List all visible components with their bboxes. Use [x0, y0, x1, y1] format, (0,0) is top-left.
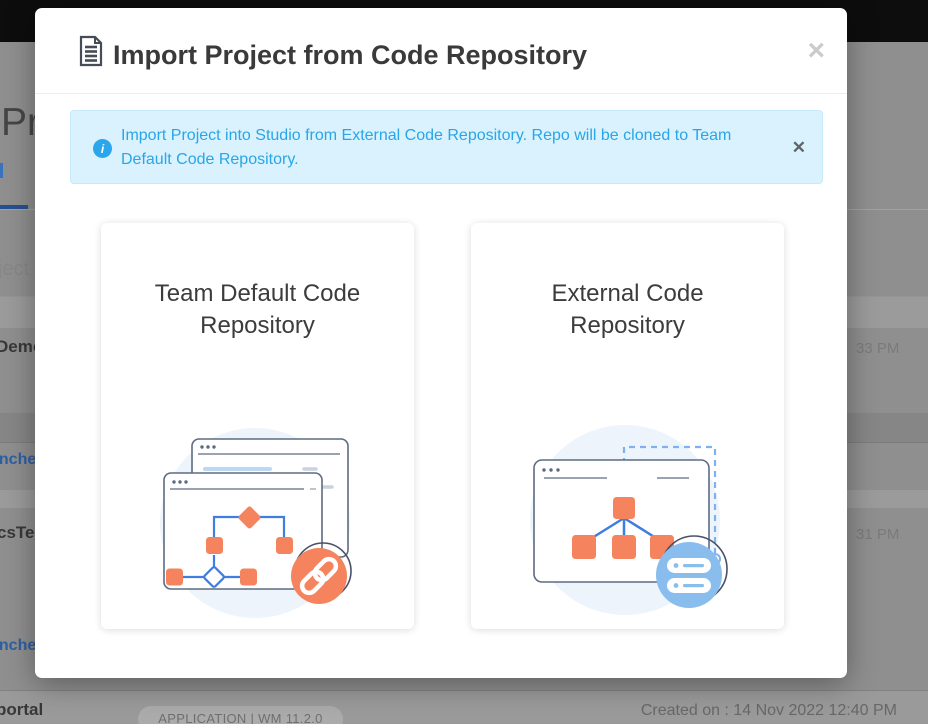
project-time: 33 PM — [856, 340, 900, 357]
alert-close-icon[interactable]: ✕ — [791, 138, 806, 157]
team-default-repo-card[interactable]: Team Default Code Repository — [101, 223, 414, 629]
card-title: External Code Repository — [551, 280, 704, 340]
import-project-modal: Import Project from Code Repository × i … — [35, 8, 847, 678]
project-name: Demo — [0, 337, 44, 356]
project-name: csTe — [0, 523, 35, 542]
team-repo-illustration — [160, 428, 352, 618]
alert-message: Import Project into Studio from External… — [121, 127, 732, 168]
external-repo-illustration — [530, 425, 728, 615]
application-version-badge: APPLICATION | WM 11.2.0 — [138, 706, 343, 724]
project-link: anche — [0, 637, 37, 654]
close-icon[interactable]: × — [807, 34, 825, 67]
card-title: Team Default Code Repository — [154, 280, 361, 340]
divider — [0, 690, 928, 691]
document-icon — [79, 35, 103, 67]
project-link: anche — [0, 451, 37, 468]
created-on-label: Created on : 14 Nov 2022 12:40 PM — [640, 702, 897, 719]
modal-title: Import Project from Code Repository — [113, 40, 588, 70]
project-time: 31 PM — [856, 526, 900, 543]
info-icon: i — [93, 139, 112, 158]
project-name: portal — [0, 700, 44, 719]
info-alert: i Import Project into Studio from Extern… — [70, 110, 823, 184]
modal-header: Import Project from Code Repository × — [35, 8, 847, 94]
search-input: ject — [0, 258, 30, 280]
active-tab-underline — [0, 205, 28, 209]
tab-label-fragment — [0, 163, 3, 178]
external-repo-card[interactable]: External Code Repository — [471, 223, 784, 629]
